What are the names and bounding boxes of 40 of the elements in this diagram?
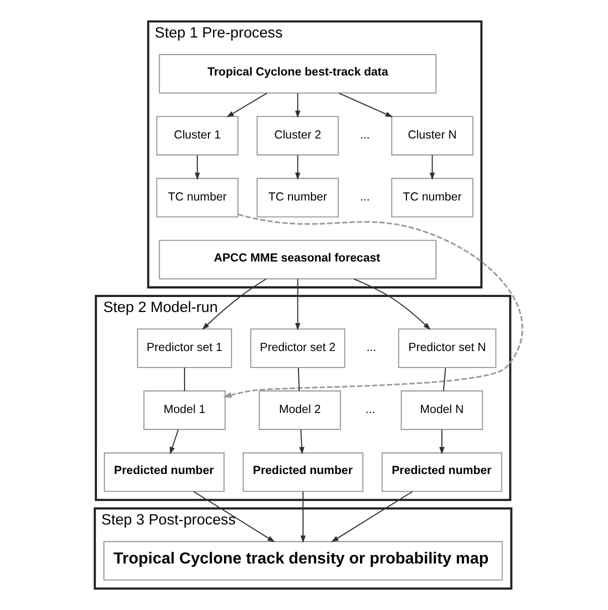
node-box: Cluster N	[390, 116, 473, 156]
node-box: APCC MME seasonal forecast	[158, 240, 436, 280]
node-box: Cluster 1	[156, 116, 238, 156]
arrow	[192, 491, 275, 542]
connector	[183, 368, 185, 391]
node-box: Predicted number	[242, 452, 363, 492]
node-box: Model 2	[258, 390, 340, 430]
node-box: Predicted number	[103, 452, 224, 492]
arrow	[201, 278, 266, 330]
arrow	[438, 430, 444, 455]
arrow	[194, 155, 200, 180]
arrow	[338, 92, 392, 118]
arrow	[330, 491, 412, 542]
node-box: Predictor set 1	[136, 328, 232, 368]
label: ...	[360, 128, 370, 142]
node-box: Cluster 2	[256, 116, 338, 156]
node-box: Predictor set 2	[250, 328, 345, 368]
connector	[442, 368, 446, 392]
node-box: Tropical Cyclone best-track data	[158, 54, 436, 94]
arrow	[294, 279, 300, 330]
arrow	[169, 429, 178, 454]
node-box: Predicted number	[381, 452, 502, 492]
node-box: TC number	[256, 178, 338, 218]
node-box: Predictor set N	[398, 328, 496, 368]
node-box: Model N	[400, 390, 482, 430]
node-box: Model 1	[142, 390, 226, 430]
node-box: Tropical Cyclone track density or probability map	[102, 541, 502, 581]
arrow	[300, 492, 306, 543]
label: ...	[360, 190, 370, 204]
arrow	[298, 430, 304, 455]
arrow	[429, 155, 434, 180]
label: ...	[364, 403, 375, 416]
label: ...	[366, 341, 376, 354]
node-box: TC number	[156, 178, 238, 218]
arrow	[226, 92, 267, 118]
arrow	[222, 214, 522, 398]
arrow	[294, 155, 300, 180]
connector	[297, 368, 300, 391]
node-box: TC number	[390, 178, 473, 218]
arrow	[294, 93, 300, 118]
